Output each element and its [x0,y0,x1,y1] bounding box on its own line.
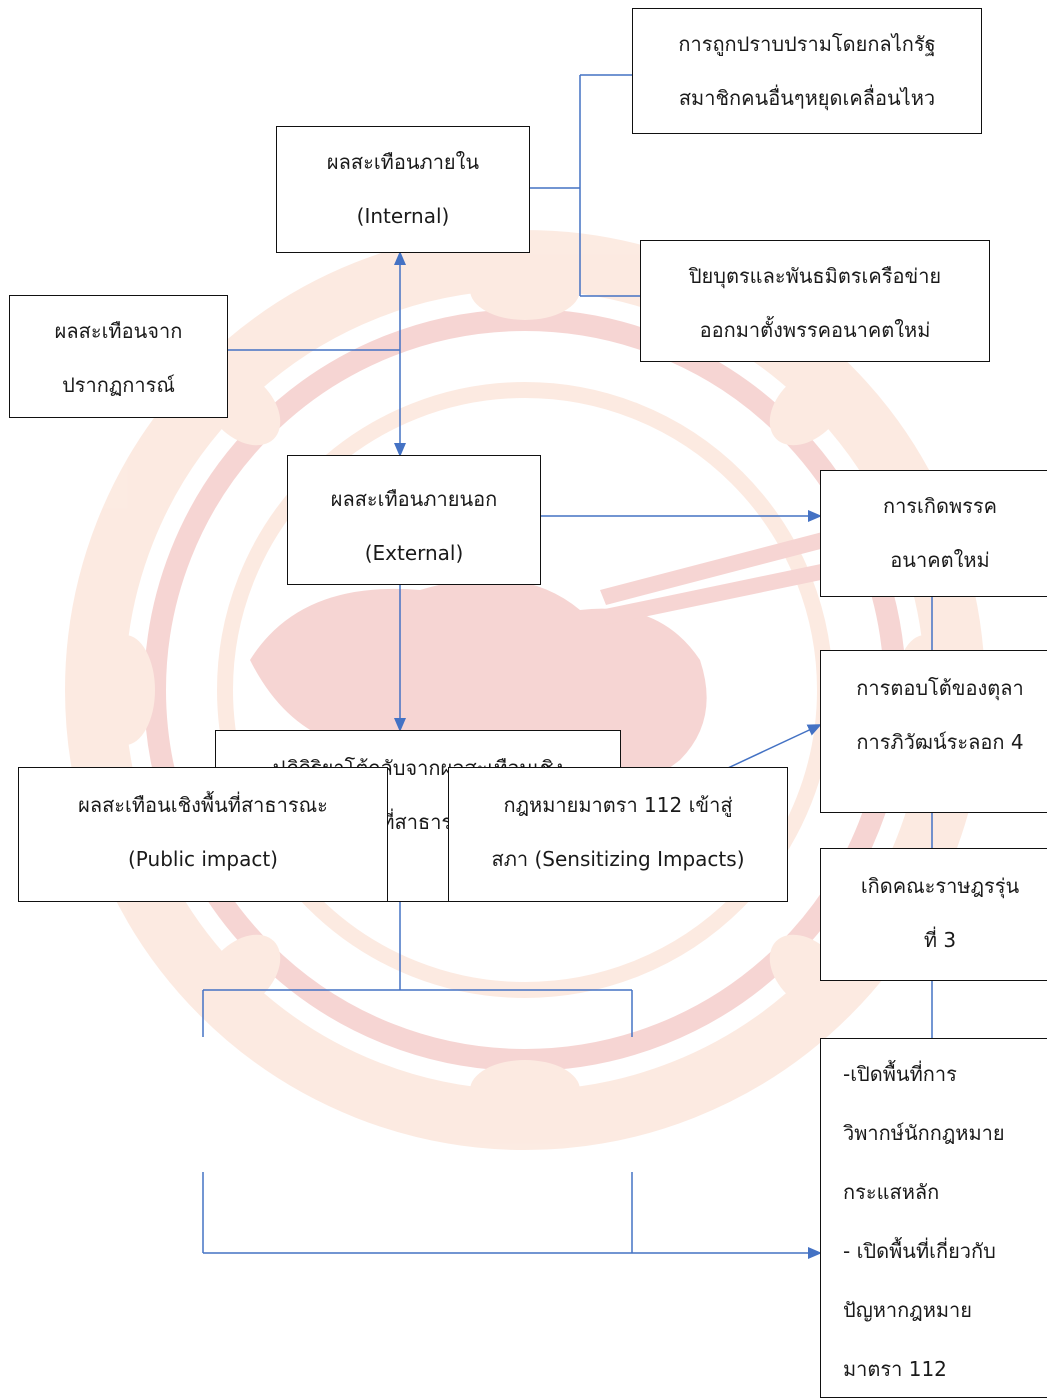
outcome-line-3: กระแสหลัก [843,1180,940,1204]
outcome-line-2: วิพากษ์นักกฎหมาย [843,1121,1005,1145]
internal-line-2: (Internal) [356,204,450,228]
outcome-line-1: -เปิดพื้นที่การ [843,1062,957,1086]
new-party-line-2: อนาคตใหม่ [890,548,990,572]
law-line-2: สภา (Sensitizing Impacts) [491,847,745,871]
suppression-line-1: การถูกปราบปรามโดยกลไกรัฐ [678,32,936,56]
phenomenon-impact-node: ผลสะเทือนจาก ปรากฏการณ์ [9,295,228,418]
internal-line-1: ผลสะเทือนภายใน [326,150,480,174]
public-line-2: (Public impact) [128,847,278,871]
internal-impact-node: ผลสะเทือนภายใน (Internal) [276,126,530,253]
future-forward-founding-node: ปิยบุตรและพันธมิตรเครือข่าย ออกมาตั้งพรร… [640,240,990,362]
public-impact-node: ผลสะเทือนเชิงพื้นที่สาธารณะ (Public impa… [18,767,388,902]
outcome-node: -เปิดพื้นที่การ วิพากษ์นักกฎหมาย กระแสหล… [820,1038,1047,1398]
court-line-2: การภิวัฒน์ระลอก 4 [856,730,1024,754]
external-impact-node: ผลสะเทือนภายนอก (External) [287,455,541,585]
generation-3-node: เกิดคณะราษฎรรุ่น ที่ 3 [820,848,1047,981]
public-line-1: ผลสะเทือนเชิงพื้นที่สาธารณะ [78,793,328,817]
suppression-line-2: สมาชิกคนอื่นๆหยุดเคลื่อนไหว [678,86,936,110]
new-party-line-1: การเกิดพรรค [882,494,998,518]
reaction-branch-connector [202,902,633,1037]
bottom-merge-connector [202,1172,822,1259]
internal-branch-connector [530,74,640,297]
new-party-node: การเกิดพรรค อนาคตใหม่ [820,470,1047,597]
court-response-node: การตอบโต้ของตุลา การภิวัฒน์ระลอก 4 [820,650,1047,813]
outcome-line-5: ปัญหากฎหมาย [843,1298,973,1322]
court-line-1: การตอบโต้ของตุลา [856,676,1024,700]
source-line-2: ปรากฏการณ์ [62,373,175,397]
external-line-1: ผลสะเทือนภายนอก [330,487,498,511]
suppression-node: การถูกปราบปรามโดยกลไกรัฐ สมาชิกคนอื่นๆหย… [632,8,982,134]
law-line-1: กฎหมายมาตรา 112 เข้าสู่ [503,793,733,817]
source-line-1: ผลสะเทือนจาก [54,319,183,343]
law-112-node: กฎหมายมาตรา 112 เข้าสู่ สภา (Sensitizing… [448,767,788,902]
gen3-line-1: เกิดคณะราษฎรรุ่น [860,874,1020,898]
progeny-line-1: ปิยบุตรและพันธมิตรเครือข่าย [688,264,942,288]
outcome-line-6: มาตรา 112 [843,1357,947,1381]
progeny-line-2: ออกมาตั้งพรรคอนาคตใหม่ [699,318,931,342]
gen3-line-2: ที่ 3 [923,928,957,952]
external-line-2: (External) [364,541,464,565]
outcome-line-4: - เปิดพื้นที่เกี่ยวกับ [843,1239,996,1263]
